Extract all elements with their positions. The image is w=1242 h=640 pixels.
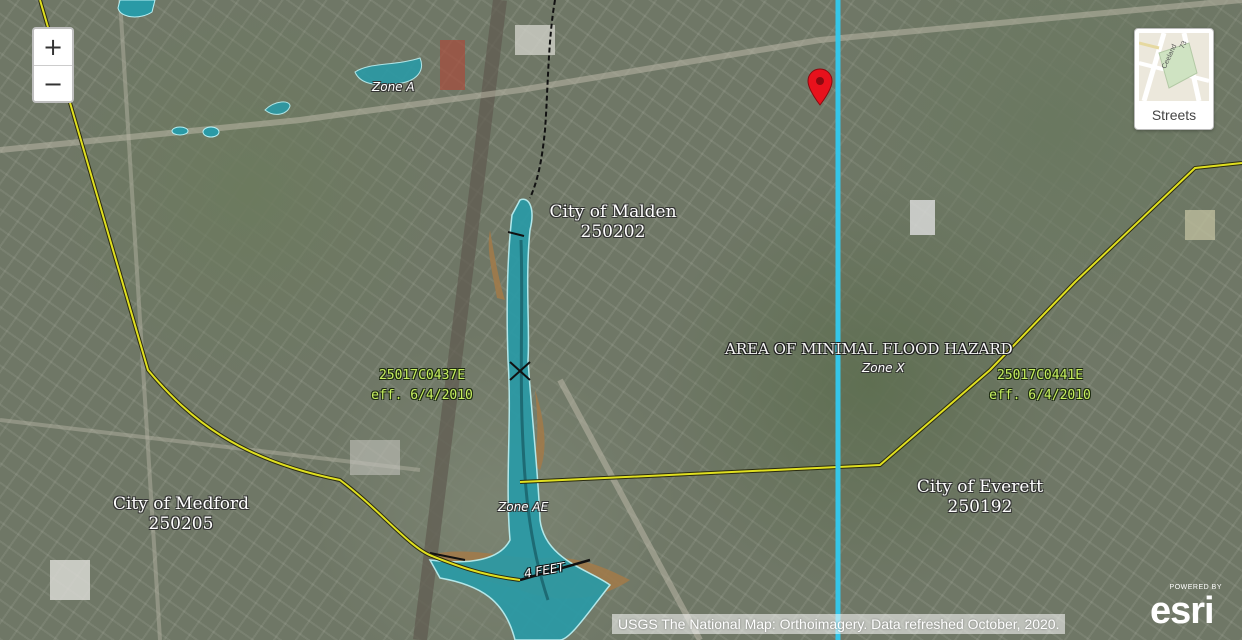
street-map-icon xyxy=(1139,33,1209,101)
zoom-in-button[interactable]: + xyxy=(34,29,72,65)
panel-0441-eff: eff. 6/4/2010 xyxy=(989,388,1091,403)
zone-a-label: Zone A xyxy=(372,80,415,94)
everett-name: City of Everett xyxy=(916,477,1044,497)
medford-name: City of Medford xyxy=(112,494,250,514)
basemap-label: Streets xyxy=(1151,107,1197,123)
panel-0437-id: 25017C0437E xyxy=(378,368,466,383)
panel-0441-label: 25017C0441E eff. 6/4/2010 xyxy=(980,366,1100,406)
medford-id: 250205 xyxy=(148,514,214,534)
malden-city-label: City of Malden 250202 xyxy=(548,202,678,242)
esri-logo[interactable]: POWERED BY esri xyxy=(1150,584,1230,634)
zoom-control: + − xyxy=(32,27,74,103)
zoom-out-button[interactable]: − xyxy=(34,65,72,101)
esri-wordmark: esri xyxy=(1150,590,1215,632)
zone-x-label: Zone X xyxy=(862,361,905,375)
panel-0437-label: 25017C0437E eff. 6/4/2010 xyxy=(362,366,482,406)
medford-city-label: City of Medford 250205 xyxy=(108,494,254,534)
attribution-text[interactable]: USGS The National Map: Orthoimagery. Dat… xyxy=(612,614,1066,634)
minimal-flood-hazard-label: AREA OF MINIMAL FLOOD HAZARD xyxy=(725,340,1013,358)
everett-city-label: City of Everett 250192 xyxy=(912,477,1048,517)
malden-id: 250202 xyxy=(580,222,646,242)
basemap-toggle-button[interactable]: Ceeland 73 Streets xyxy=(1134,28,1214,130)
malden-name: City of Malden xyxy=(549,202,677,222)
zone-ae-label: Zone AE xyxy=(498,500,549,514)
everett-id: 250192 xyxy=(947,497,1013,517)
map-pin-icon[interactable] xyxy=(807,68,833,106)
panel-0441-id: 25017C0441E xyxy=(996,368,1084,383)
panel-0437-eff: eff. 6/4/2010 xyxy=(371,388,473,403)
streets-basemap-thumbnail: Ceeland 73 xyxy=(1139,33,1209,101)
esri-powered-by-text: POWERED BY xyxy=(1169,584,1222,591)
